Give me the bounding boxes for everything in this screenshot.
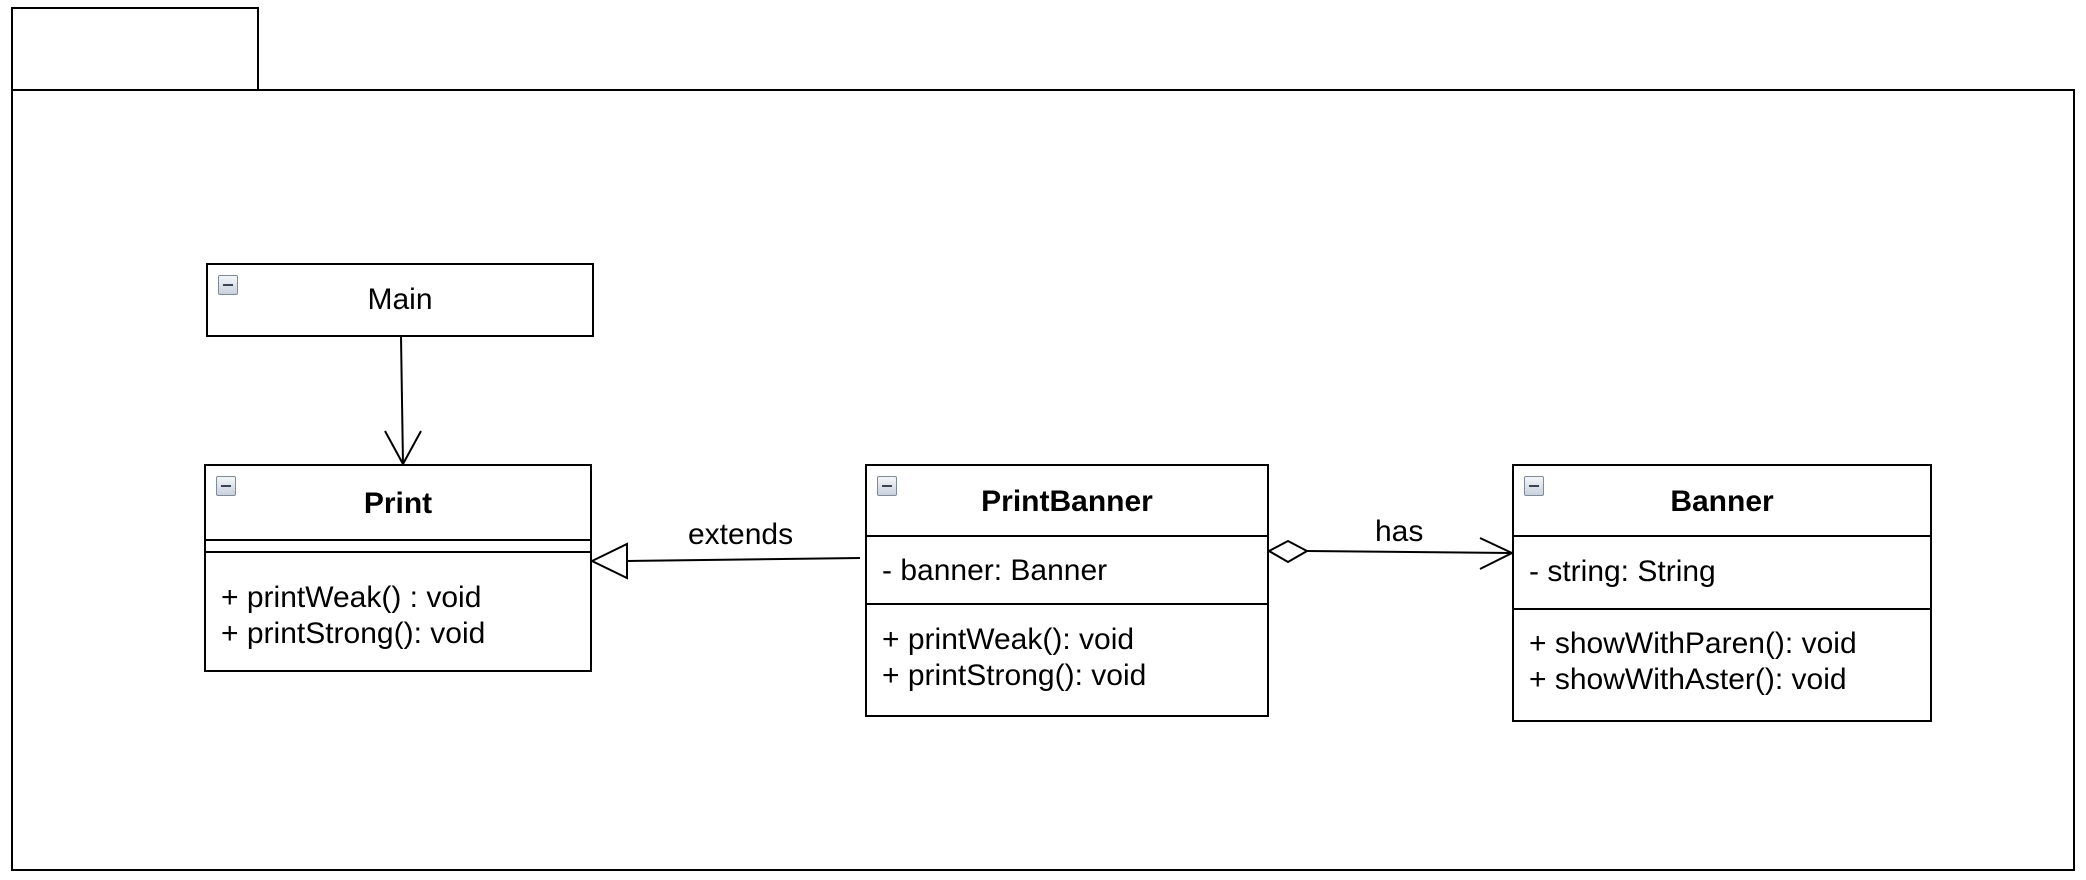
class-main[interactable]: Main [206, 263, 594, 337]
class-printbanner-attributes: - banner: Banner [867, 537, 1267, 605]
class-print[interactable]: Print + printWeak() : void + printStrong… [204, 464, 592, 672]
class-printbanner[interactable]: PrintBanner - banner: Banner + printWeak… [865, 464, 1269, 717]
class-banner[interactable]: Banner - string: String + showWithParen(… [1512, 464, 1932, 722]
collapse-icon[interactable] [218, 275, 238, 295]
collapse-icon[interactable] [1524, 476, 1544, 496]
class-banner-operations: + showWithParen(): void + showWithAster(… [1514, 610, 1930, 698]
attribute: - banner: Banner [882, 554, 1108, 587]
extends-arrow[interactable] [589, 542, 861, 580]
extends-label: extends [688, 518, 794, 551]
class-printbanner-name: PrintBanner [981, 485, 1153, 518]
has-aggregation[interactable] [1266, 537, 1515, 570]
class-banner-attributes: - string: String [1514, 537, 1930, 610]
uses-arrow[interactable] [384, 336, 422, 467]
operation: + showWithParen(): void [1529, 627, 1857, 660]
class-main-header: Main [208, 265, 592, 335]
has-label: has [1375, 515, 1424, 548]
class-main-name: Main [367, 283, 433, 316]
class-banner-name: Banner [1670, 485, 1774, 518]
class-print-header: Print [206, 466, 590, 541]
operation: + printStrong(): void [221, 617, 486, 650]
operation: + printStrong(): void [882, 659, 1147, 692]
class-printbanner-header: PrintBanner [867, 466, 1267, 537]
class-print-operations: + printWeak() : void + printStrong(): vo… [206, 553, 590, 652]
collapse-icon[interactable] [216, 476, 236, 496]
class-printbanner-operations: + printWeak(): void + printStrong(): voi… [867, 605, 1267, 694]
operation: + showWithAster(): void [1529, 663, 1847, 696]
class-print-attributes [206, 541, 590, 553]
class-banner-header: Banner [1514, 466, 1930, 537]
operation: + printWeak() : void [221, 581, 482, 614]
package-tab [11, 7, 259, 91]
attribute: - string: String [1529, 555, 1716, 588]
operation: + printWeak(): void [882, 623, 1135, 656]
class-print-name: Print [363, 487, 433, 520]
collapse-icon[interactable] [877, 476, 897, 496]
